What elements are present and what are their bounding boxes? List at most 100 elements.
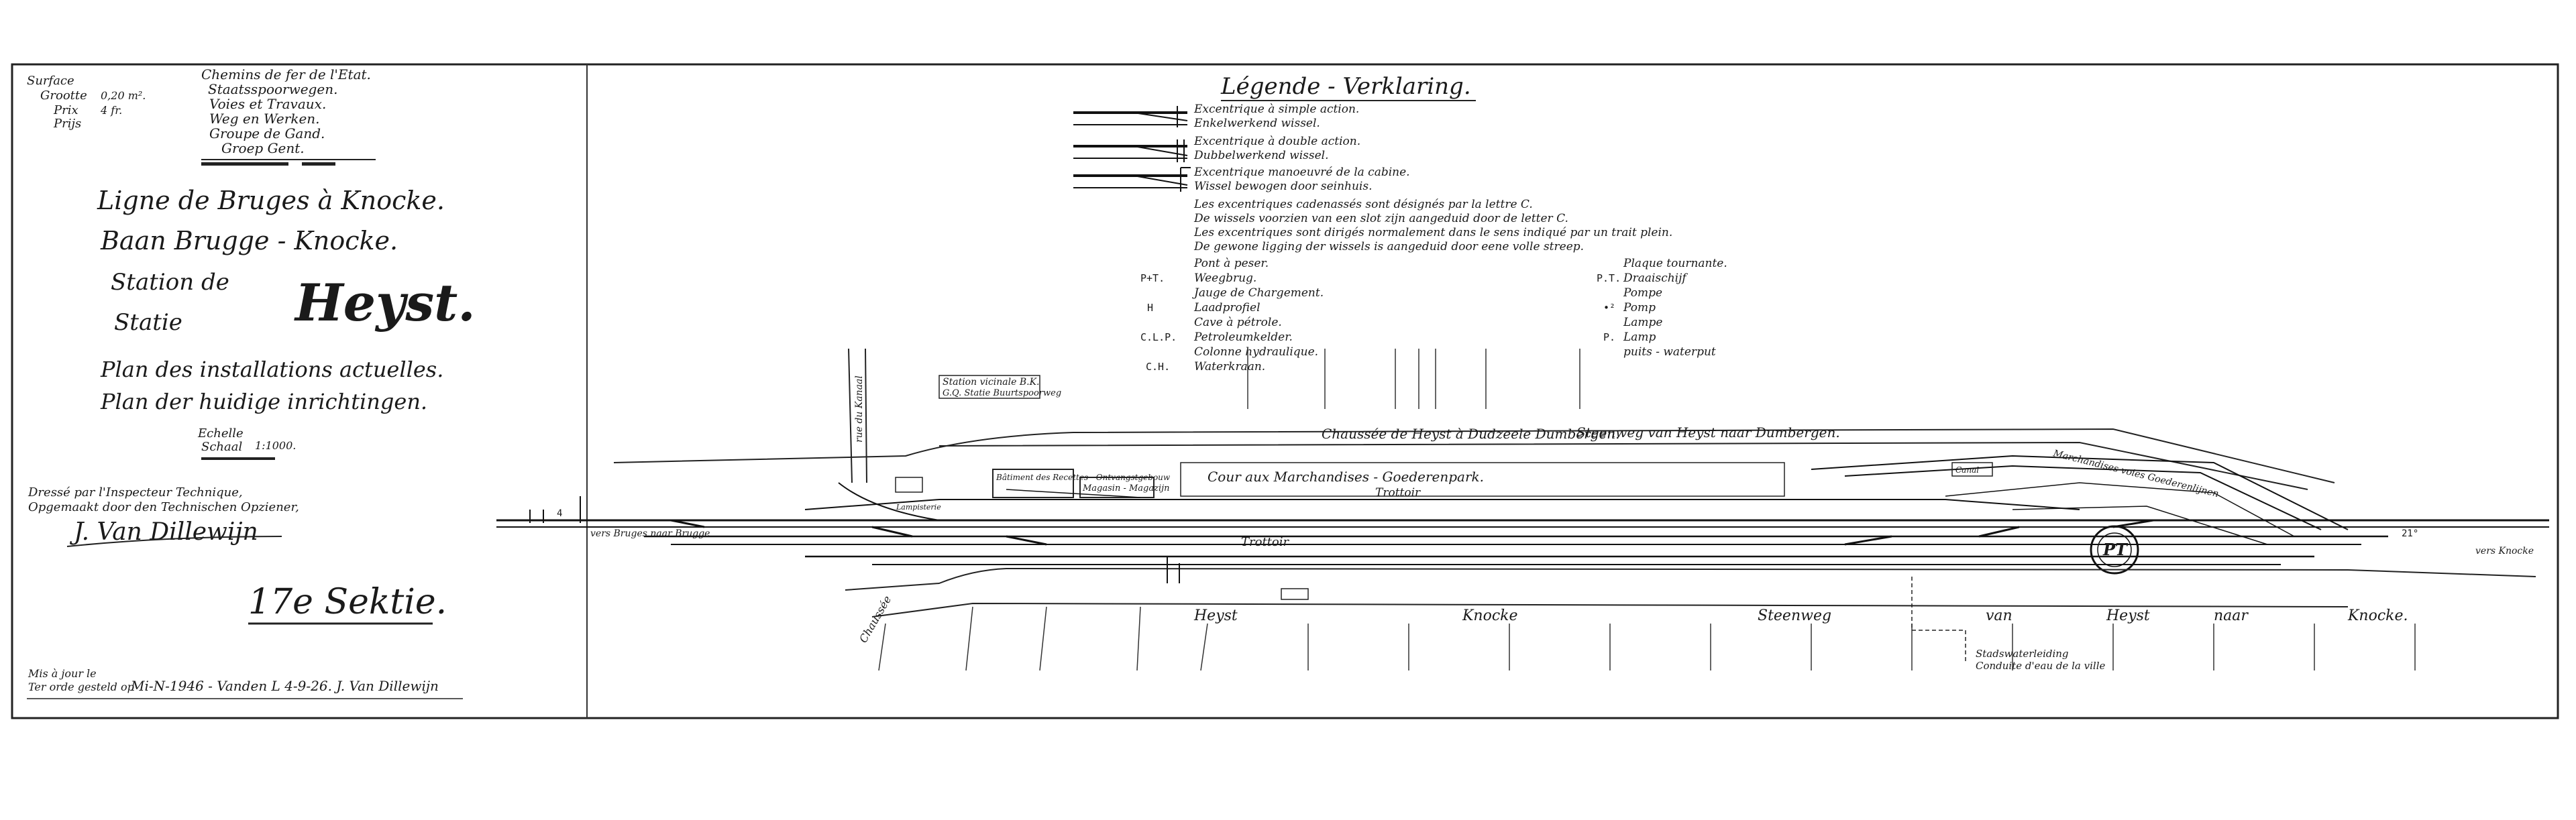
main-tracks xyxy=(496,455,2549,565)
signature: J. Van Dillewijn xyxy=(69,518,258,546)
road-top-fr: Chaussée de Heyst à Dudzeele Dumbergen. xyxy=(1322,426,1620,442)
admin-line-2: Voies et Travaux. xyxy=(209,96,326,112)
abbrev-nl-2: Petroleumkelder. xyxy=(1193,331,1293,344)
legend-entry-6: Les excentriques cadenassés sont désigné… xyxy=(1193,198,1533,211)
field-value-prix: 4 fr. xyxy=(100,104,122,117)
abbrev-code2-1: P.T. xyxy=(1597,272,1621,284)
abbrev-nl2-1: Pomp xyxy=(1623,301,1656,314)
track-plan: rue du Kanaal Station vicinale B.K. G.Q.… xyxy=(496,348,2549,672)
abbrev-fr2-2: Lampe xyxy=(1623,316,1663,329)
road-bottom-upper-edge xyxy=(845,567,2536,591)
legend-entry-5: Wissel bewogen door seinhuis. xyxy=(1194,180,1373,193)
road-bottom-part-2: Steenweg xyxy=(1758,607,1831,624)
road-left-1 xyxy=(848,348,853,483)
legend: Légende - Verklaring. Excentrique à simp… xyxy=(1073,73,1727,373)
direction-knocke: vers Knocke xyxy=(2475,546,2534,557)
field-label-prijs: Prijs xyxy=(53,117,81,131)
scale-rule xyxy=(201,457,275,460)
admin-line-1: Staatsspoorwegen. xyxy=(208,81,337,97)
legend-title: Légende - Verklaring. xyxy=(1220,73,1471,100)
field-value-surface: 0,20 m². xyxy=(101,89,146,102)
station-vicinal-label-nl: G.Q. Statie Buurtspoorweg xyxy=(943,388,1061,398)
station-name: Heyst. xyxy=(294,273,476,333)
legend-entry-2: Excentrique à double action. xyxy=(1193,135,1360,148)
turntable xyxy=(2090,525,2139,575)
magazine-label: Magasin - Magazijn xyxy=(1082,483,1170,493)
water-label-nl: Stadswaterleiding xyxy=(1976,648,2069,660)
field-label-surface: Surface xyxy=(27,74,74,88)
canal-label: Canal xyxy=(1955,465,1979,475)
rue-label: rue du Kanaal xyxy=(854,375,865,443)
road-bottom-part-0: Heyst xyxy=(1193,607,1238,624)
abbrev-fr-0: Pont à peser. xyxy=(1193,257,1269,270)
legend-entry-0: Excentrique à simple action. xyxy=(1193,103,1359,116)
admin-line-5: Groep Gent. xyxy=(221,140,305,156)
abbrev-nl2-2: Lamp xyxy=(1623,331,1656,344)
goods-yard-label: Cour aux Marchandises - Goederenpark. xyxy=(1208,469,1484,485)
abbrev-fr2-3: puits - waterput xyxy=(1623,345,1716,359)
abbrev-fr2-1: Pompe xyxy=(1623,286,1662,300)
trottoir-top-label: Trottoir xyxy=(1375,486,1421,500)
paper-border xyxy=(11,63,2559,719)
line-title-fr: Ligne de Bruges à Knocke. xyxy=(97,186,445,215)
field-label-grootte: Grootte xyxy=(40,89,87,103)
update-value: Mi-N-1946 - Vanden L 4-9-26. J. Van Dill… xyxy=(130,678,439,694)
lamp-store-label: Lampisterie xyxy=(896,503,941,512)
admin-line-4: Groupe de Gand. xyxy=(209,125,325,141)
cable-label: Marchandises voies Goederenlijnen xyxy=(2051,448,2220,500)
road-bottom-part-1: Knocke xyxy=(1462,607,1518,624)
station-vicinal-label: Station vicinale B.K. xyxy=(943,377,1040,388)
km-left: 4 xyxy=(557,508,562,519)
abbrev-nl2-0: Draaischijf xyxy=(1623,272,1688,285)
field-label-prix: Prix xyxy=(53,103,78,117)
abbrev-nl-1: Laadprofiel xyxy=(1193,301,1260,314)
road-bottom-part-4: Heyst xyxy=(2106,607,2150,624)
abbrev-code-4: C.H. xyxy=(1146,361,1170,373)
road-bottom-part-3: van xyxy=(1986,607,2012,624)
abbrev-fr-3: Colonne hydraulique. xyxy=(1194,345,1318,359)
road-bottom-lower-edge xyxy=(871,602,2349,618)
switch-markers xyxy=(670,519,2154,546)
water-label-fr: Conduite d'eau de la ville xyxy=(1976,660,2105,672)
chaussee-left-label: Chaussée xyxy=(857,593,894,645)
road-top-nl: Steenweg van Heyst naar Dumbergen. xyxy=(1576,424,1840,441)
scale-label-nl: Schaal xyxy=(201,440,242,454)
magazine-building xyxy=(1079,477,1155,498)
signature-flourish xyxy=(66,536,282,547)
goods-yard xyxy=(1180,462,1785,497)
abbrev-code2-2: •² xyxy=(1603,302,1615,314)
canal-box xyxy=(1951,462,1993,477)
legend-entry-4: Excentrique manoeuvré de la cabine. xyxy=(1193,166,1410,179)
admin-rule-thick-left xyxy=(201,162,288,166)
plan-title-fr: Plan des installations actuelles. xyxy=(100,357,443,382)
abbrev-fr-2: Cave à pétrole. xyxy=(1194,316,1282,329)
water-main xyxy=(1911,577,1966,664)
legend-entry-7: De wissels voorzien van een slot zijn aa… xyxy=(1193,212,1568,225)
station-label-nl: Statie xyxy=(114,309,182,336)
abbrev-fr2-0: Plaque tournante. xyxy=(1623,257,1727,270)
admin-line-0: Chemins de fer de l'Etat. xyxy=(201,66,371,82)
legend-entry-9: De gewone ligging der wissels is aangedu… xyxy=(1193,240,1584,253)
km-right: 21° xyxy=(2402,528,2418,539)
abbrev-nl-0: Weegbrug. xyxy=(1194,272,1256,285)
legend-entry-3: Dubbelwerkend wissel. xyxy=(1193,149,1329,162)
title-block: Surface Grootte 0,20 m². Prix 4 fr. Prij… xyxy=(27,66,476,699)
signal-posts xyxy=(529,496,1180,583)
legend-entry-1: Enkelwerkend wissel. xyxy=(1193,117,1320,130)
road-top-upper-edge xyxy=(613,428,2335,483)
abbrev-fr-1: Jauge de Chargement. xyxy=(1192,286,1324,300)
legend-entry-8: Les excentriques sont dirigés normalemen… xyxy=(1193,226,1672,239)
abbrev-code2-3: P. xyxy=(1603,331,1615,343)
abbrev-nl-3: Waterkraan. xyxy=(1194,360,1265,373)
switch-symbol-cabin xyxy=(1073,167,1191,192)
switch-symbol-simple xyxy=(1073,106,1188,127)
admin-rule-thick-right xyxy=(302,162,335,166)
plan-title-nl: Plan der huidige inrichtingen. xyxy=(100,389,427,414)
parcels-bottom xyxy=(878,606,2416,671)
parcels-top xyxy=(1247,349,1580,409)
scale-label-fr: Echelle xyxy=(197,426,244,441)
road-bottom-part-6: Knocke. xyxy=(2347,607,2408,624)
direction-bruges: vers Bruges naar Brugge xyxy=(590,528,710,539)
trottoir-mid-label: Trottoir xyxy=(1241,535,1290,549)
